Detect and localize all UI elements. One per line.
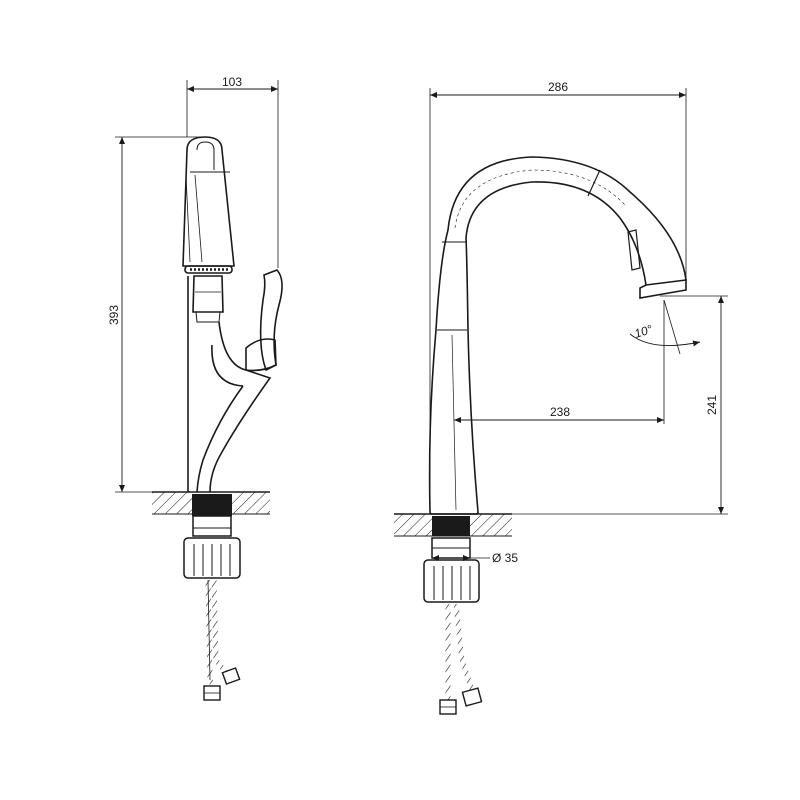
side-supply-hoses <box>203 579 241 701</box>
front-angle-label: 10° <box>633 322 655 341</box>
front-diameter-dimension: Ø 35 <box>432 551 518 565</box>
front-diameter-label: Ø 35 <box>492 551 518 565</box>
front-width-dimension: 286 <box>429 80 687 512</box>
front-view: 286 238 241 10° Ø 35 <box>394 80 728 715</box>
side-shank <box>192 494 232 516</box>
side-height-dimension: 393 <box>107 136 205 493</box>
front-reach-dimension: 238 <box>454 300 665 424</box>
front-shank <box>432 516 470 536</box>
side-mounting-nut <box>183 515 241 579</box>
front-spout-height-label: 241 <box>705 395 719 415</box>
side-countertop <box>152 491 270 515</box>
side-width-dimension: 103 <box>186 75 279 268</box>
side-height-label: 393 <box>107 305 121 325</box>
front-angle-dimension: 10° <box>629 299 701 355</box>
front-countertop <box>394 513 512 537</box>
front-width-label: 286 <box>548 80 568 94</box>
side-faucet-body <box>182 136 283 493</box>
front-supply-hoses <box>439 603 483 715</box>
side-width-label: 103 <box>222 75 242 89</box>
front-spout-height-dimension: 241 <box>512 295 728 515</box>
side-view: 103 393 <box>107 75 283 701</box>
front-mounting-nut <box>423 537 480 603</box>
front-reach-label: 238 <box>550 405 570 419</box>
